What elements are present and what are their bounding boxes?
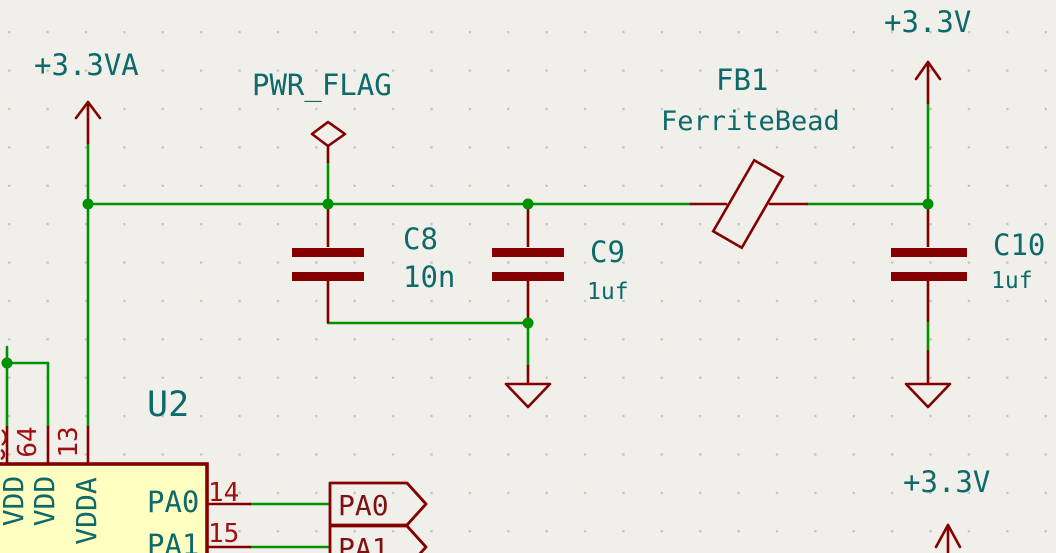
c8-plate-bottom [292, 272, 364, 281]
junction-dot[interactable] [522, 317, 534, 329]
junction-dot[interactable] [82, 198, 94, 210]
hier-label-pa1-text[interactable]: PA1 [338, 532, 389, 553]
power-label-v33-top[interactable]: +3.3V [884, 5, 972, 39]
junction-dots [1, 198, 934, 369]
power-symbol-v33-top[interactable] [914, 60, 942, 105]
c10-value[interactable]: 1uf [991, 268, 1033, 294]
junction-dot[interactable] [922, 198, 934, 210]
c10-plate-bottom [891, 272, 967, 281]
junction-dot[interactable] [322, 198, 334, 210]
u2-pin-name-vdd2[interactable]: VDD [28, 475, 61, 527]
u2-pin-name-vdda[interactable]: VDDA [70, 477, 103, 545]
c9-plate-top [492, 248, 564, 257]
u2-pin-number-14[interactable]: 14 [208, 478, 240, 508]
fb1-bead-body-icon [711, 158, 785, 250]
hier-label-pa1-shape[interactable] [328, 524, 428, 553]
u2-pin-number-15[interactable]: 15 [208, 519, 240, 549]
c8-value[interactable]: 10n [403, 260, 456, 294]
gnd2-triangle-icon [904, 382, 952, 409]
u2-reference[interactable]: U2 [147, 385, 190, 425]
c9-value[interactable]: 1uf [587, 279, 629, 305]
power-symbol-v33a[interactable] [74, 100, 102, 145]
pwr-flag-symbol[interactable] [310, 120, 347, 163]
junction-dot[interactable] [1, 357, 13, 369]
c8-reference[interactable]: C8 [403, 222, 438, 256]
hier-label-pa0-shape[interactable] [328, 481, 428, 527]
junction-dot[interactable] [522, 198, 534, 210]
capacitor-c10[interactable] [891, 204, 967, 322]
gnd1-triangle-icon [504, 382, 552, 409]
capacitor-c8[interactable] [292, 204, 364, 323]
power-symbol-v33-bottom[interactable] [934, 523, 962, 553]
fb1-reference[interactable]: FB1 [716, 63, 769, 97]
u2-pin-leads [5, 425, 252, 549]
pwr-flag-diamond-icon [310, 120, 347, 148]
c8-plate-top [292, 248, 364, 257]
ferrite-bead-fb1[interactable] [689, 158, 809, 250]
capacitor-c9[interactable] [492, 204, 564, 323]
u2-pin-name-vdd1[interactable]: VDD [0, 475, 30, 527]
c10-reference[interactable]: C10 [993, 228, 1046, 262]
u2-pin-name-pa0[interactable]: PA0 [147, 485, 200, 519]
power-label-pwr-flag[interactable]: PWR_FLAG [252, 68, 392, 102]
power-label-v33-bottom[interactable]: +3.3V [903, 465, 991, 499]
gnd-symbol-c9[interactable] [504, 365, 552, 409]
u2-ic-body[interactable] [0, 462, 209, 553]
power-label-v33a[interactable]: +3.3VA [34, 48, 139, 82]
fb1-value[interactable]: FerriteBead [661, 106, 840, 137]
wires-group [5, 101, 930, 549]
gnd-symbol-c10[interactable] [904, 350, 952, 409]
c9-plate-bottom [492, 272, 564, 281]
c10-plate-top [891, 248, 967, 257]
u2-pin-name-pa1[interactable]: PA1 [147, 528, 200, 553]
u2-pin-number-partial-fragment [0, 429, 7, 461]
hier-label-pa0-text[interactable]: PA0 [338, 489, 389, 522]
c9-reference[interactable]: C9 [590, 235, 625, 269]
